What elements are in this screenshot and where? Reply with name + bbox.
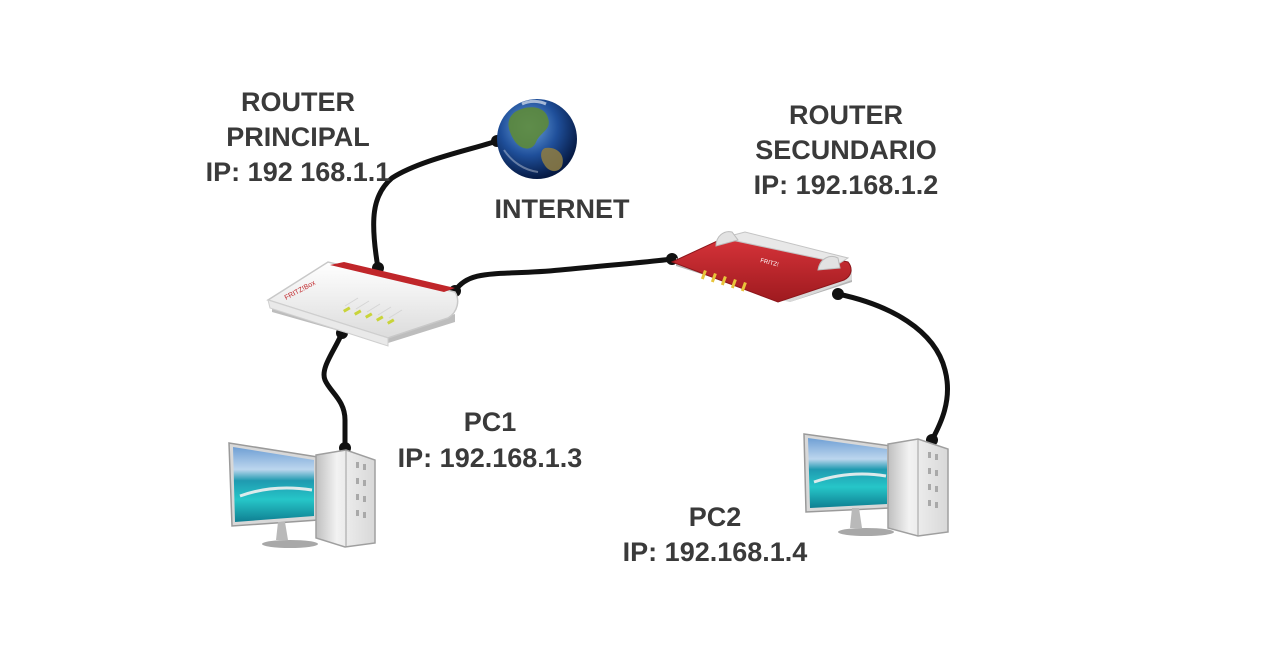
- red-router-icon: FRITZ!: [670, 231, 852, 303]
- label-router-principal: ROUTER PRINCIPAL IP: 192 168.1.1: [206, 87, 391, 187]
- router-secundario-line2: SECUNDARIO: [755, 135, 937, 165]
- pc2-ip: IP: 192.168.1.4: [623, 537, 808, 567]
- pc1-ip: IP: 192.168.1.3: [398, 443, 583, 473]
- router-principal-line1: ROUTER: [241, 87, 355, 117]
- label-router-secundario: ROUTER SECUNDARIO IP: 192.168.1.2: [754, 100, 939, 200]
- internet-label: INTERNET: [495, 194, 631, 224]
- router-secundario-ip: IP: 192.168.1.2: [754, 170, 939, 200]
- router-principal-ip: IP: 192 168.1.1: [206, 157, 391, 187]
- cable-router-router: [452, 256, 675, 294]
- cable-router-pc2: [835, 291, 951, 443]
- desktop-pc-icon: [803, 433, 949, 537]
- white-router-icon: FRITZ!Box: [266, 261, 459, 347]
- pc2-name: PC2: [689, 502, 742, 532]
- desktop-pc-icon: [228, 442, 376, 548]
- label-pc1: PC1 IP: 192.168.1.3: [398, 407, 583, 473]
- label-pc2: PC2 IP: 192.168.1.4: [623, 502, 808, 567]
- router-secundario-line1: ROUTER: [789, 100, 903, 130]
- router-principal-line2: PRINCIPAL: [226, 122, 370, 152]
- pc1-name: PC1: [464, 407, 517, 437]
- cable-router-pc1: [321, 330, 348, 451]
- cable-router-internet: [371, 138, 500, 271]
- cable-end-router2-right: [832, 288, 844, 300]
- svg-text:FRITZ!: FRITZ!: [760, 258, 780, 268]
- globe-icon: [497, 99, 577, 179]
